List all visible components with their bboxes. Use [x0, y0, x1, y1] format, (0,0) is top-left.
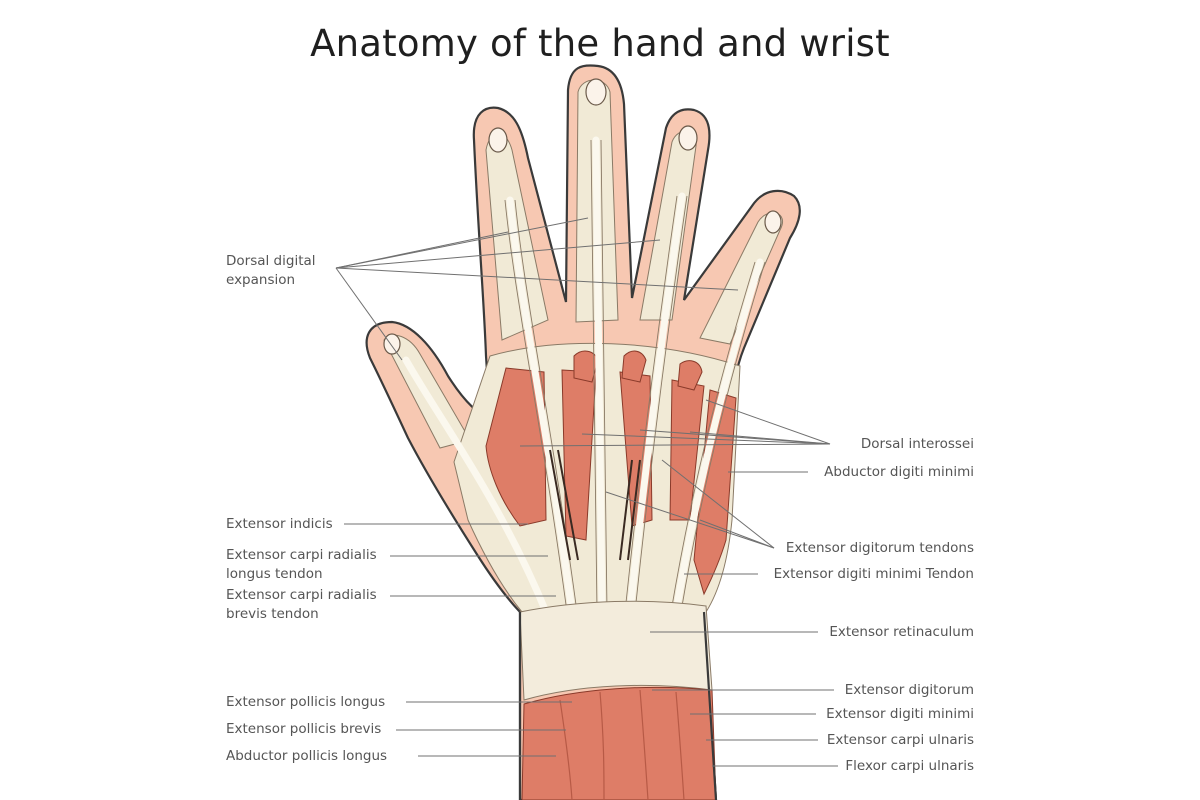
label-extensor-digitorum: Extensor digitorum	[844, 682, 974, 698]
label-line-2: brevis tendon	[226, 606, 319, 622]
label-extensor-carpi-ulnaris: Extensor carpi ulnaris	[826, 732, 974, 748]
leader-lines	[335, 217, 838, 767]
interossei-muscles	[485, 350, 737, 596]
label-abductor-digiti-minimi: Abductor digiti minimi	[824, 464, 974, 480]
label-extensor-carpi-radialis-longus: Extensor carpi radialis longus tendon	[226, 546, 377, 584]
extensor-tendons	[402, 136, 764, 616]
label-extensor-pollicis-longus: Extensor pollicis longus	[226, 694, 386, 710]
label-extensor-indicis: Extensor indicis	[226, 516, 333, 532]
label-extensor-digitorum-tendons: Extensor digitorum tendons	[785, 540, 974, 556]
retinaculum-band	[519, 600, 713, 701]
label-abductor-pollicis-longus: Abductor pollicis longus	[226, 748, 388, 764]
label-dorsal-interossei: Dorsal interossei	[860, 436, 974, 452]
label-line-2: expansion	[226, 272, 296, 288]
label-line-2: longus tendon	[226, 566, 323, 582]
forearm-muscles	[521, 686, 717, 800]
label-dorsal-digital-expansion: Dorsal digital expansion	[226, 252, 316, 290]
fingertip-nails	[383, 78, 782, 355]
label-extensor-pollicis-brevis: Extensor pollicis brevis	[226, 721, 382, 737]
label-line-1: Extensor carpi radialis	[226, 587, 377, 603]
label-flexor-carpi-ulnaris: Flexor carpi ulnaris	[845, 758, 974, 774]
forearm-outline	[518, 611, 718, 800]
tendon-strands	[549, 449, 641, 561]
diagram-title: Anatomy of the hand and wrist	[310, 22, 890, 65]
label-extensor-carpi-radialis-brevis: Extensor carpi radialis brevis tendon	[226, 586, 377, 624]
label-extensor-retinaculum: Extensor retinaculum	[829, 624, 974, 640]
label-extensor-digiti-minimi: Extensor digiti minimi	[826, 706, 974, 722]
forearm-muscle-lines	[559, 689, 685, 800]
label-line-1: Extensor carpi radialis	[226, 547, 377, 563]
label-line-1: Dorsal digital	[226, 253, 316, 269]
label-extensor-digiti-minimi-tendon: Extensor digiti minimi Tendon	[773, 566, 974, 582]
